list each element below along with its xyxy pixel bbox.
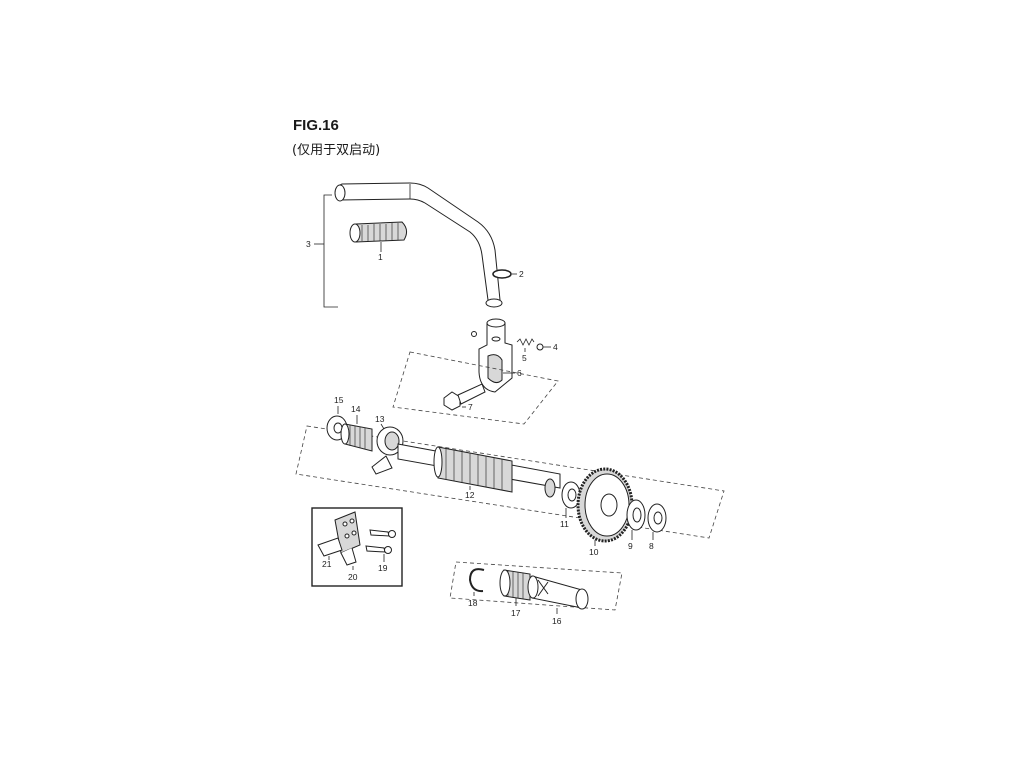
spring-5 — [516, 338, 535, 346]
ball-4 — [536, 343, 544, 351]
callout-16: 16 — [552, 616, 562, 626]
callout-5: 5 — [522, 353, 527, 363]
callout-21: 21 — [322, 559, 332, 569]
washer-8 — [647, 503, 667, 533]
frame-lower — [449, 561, 623, 611]
callout-13: 13 — [375, 414, 385, 424]
figure-subtitle: (仅用于双启动) — [292, 143, 381, 158]
bracket-3 — [323, 194, 338, 308]
ratchet-13 — [371, 426, 404, 475]
callout-6: 6 — [517, 368, 522, 378]
plate-21 — [317, 537, 343, 557]
spring-17 — [499, 569, 531, 601]
sleeve-16 — [527, 575, 589, 610]
gear-10 — [576, 467, 634, 543]
callout-20: 20 — [348, 572, 358, 582]
callout-19: 19 — [378, 563, 388, 573]
spring-14 — [340, 423, 373, 452]
callout-7: 7 — [468, 402, 473, 412]
figure-title: FIG.16 — [293, 117, 339, 134]
callout-3: 3 — [306, 239, 311, 249]
frame-shaft — [295, 425, 725, 539]
callout-4: 4 — [553, 342, 558, 352]
inset-box — [311, 507, 403, 587]
callout-9: 9 — [628, 541, 633, 551]
callout-11: 11 — [560, 519, 569, 529]
washer-9 — [626, 499, 646, 531]
callout-14: 14 — [351, 404, 361, 414]
circlip-2 — [492, 269, 512, 279]
bolt-7 — [443, 383, 486, 411]
bolt-19 — [365, 529, 396, 554]
circlip-18 — [468, 568, 485, 593]
callout-8: 8 — [649, 541, 654, 551]
washer-11 — [561, 481, 581, 509]
bracket-20 — [334, 511, 361, 566]
callout-15: 15 — [334, 395, 344, 405]
callout-10: 10 — [589, 547, 599, 557]
callout-2: 2 — [519, 269, 524, 279]
shaft-12 — [397, 443, 561, 498]
frame-lever-pivot — [392, 351, 559, 425]
rubber-grip — [349, 221, 408, 243]
callout-18: 18 — [468, 598, 478, 608]
kick-lever — [334, 182, 501, 301]
pivot-boss — [471, 298, 513, 393]
callout-1: 1 — [378, 252, 383, 262]
callout-12: 12 — [465, 490, 475, 500]
callout-17: 17 — [511, 608, 521, 618]
